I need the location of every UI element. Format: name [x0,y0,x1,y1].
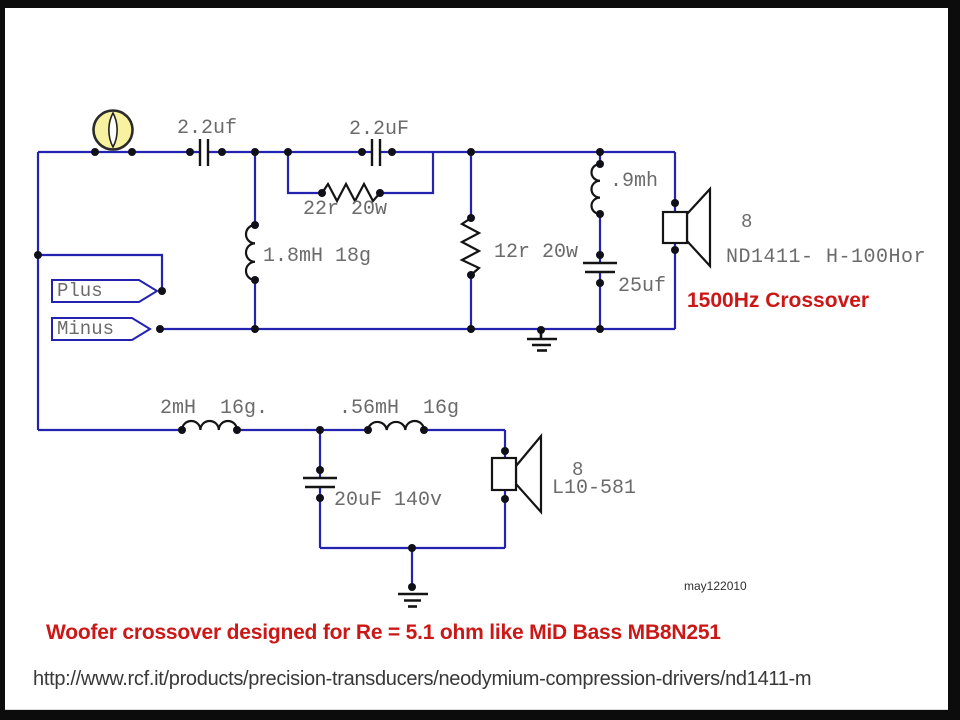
lf-driver-impedance-label: 8 [572,459,584,481]
design-note: Woofer crossover designed for Re = 5.1 o… [46,621,721,644]
source-url-text: http://www.rcf.it/products/precision-tra… [33,668,812,690]
plus-tag [51,279,159,303]
plus-input-label: Plus [57,280,103,302]
cap2-value-label: 2.2uF [349,118,410,141]
hf-series-inductor-icon [590,162,601,216]
lf-inductor2-value-label: .56mH 16g [339,397,460,420]
series-capacitor-1-icon [198,139,210,166]
shunt-resistor-icon [459,217,482,276]
lf-inductor-2-icon [366,419,426,431]
ground-icon-lf [398,592,428,608]
ground-icon-hf [527,331,557,352]
slide-background [5,8,948,710]
parallel-resistor-icon [321,181,381,204]
wire-rloop-left [286,152,322,195]
parallel-resistor-value-label: 22r 20w [303,198,388,221]
minus-input-label: Minus [57,318,115,340]
lf-shunt-capacitor-icon [303,476,337,489]
hf-driver-impedance-label: 8 [741,211,753,233]
series-capacitor-2-icon [370,139,382,166]
lf-inductor-1-icon [180,419,239,431]
junction-dots [34,148,679,591]
hf-driver-model-label: ND1411- H-100Hor [726,246,927,269]
input-tags [51,279,159,341]
date-stamp: may122010 [684,579,747,593]
woofer-speaker-icon [490,432,543,515]
lf-shunt-cap-value-label: 20uF 140v [334,489,443,512]
tweeter-speaker-icon [661,186,712,269]
components [180,139,712,608]
hf-crossover-note: 1500Hz Crossover [687,289,870,312]
hf-series-inductor-value-label: .9mh [610,170,659,193]
lf-inductor1-value-label: 2mH 16g. [160,397,269,420]
hf-shunt-capacitor-icon [583,261,617,274]
signal-source-icon [92,109,134,151]
lf-driver-model-label: L10-581 [552,477,637,500]
shunt-inductor-icon [244,223,256,282]
wire-plus-branch [38,253,164,291]
wire-rloop-right [380,152,435,195]
hf-shunt-cap-value-label: 25uf [618,275,667,298]
minus-tag [51,317,152,341]
shunt-inductor-value-label: 1.8mH 18g [263,245,372,268]
shunt-resistor-value-label: 12r 20w [494,241,579,264]
cap1-value-label: 2.2uf [177,117,238,140]
